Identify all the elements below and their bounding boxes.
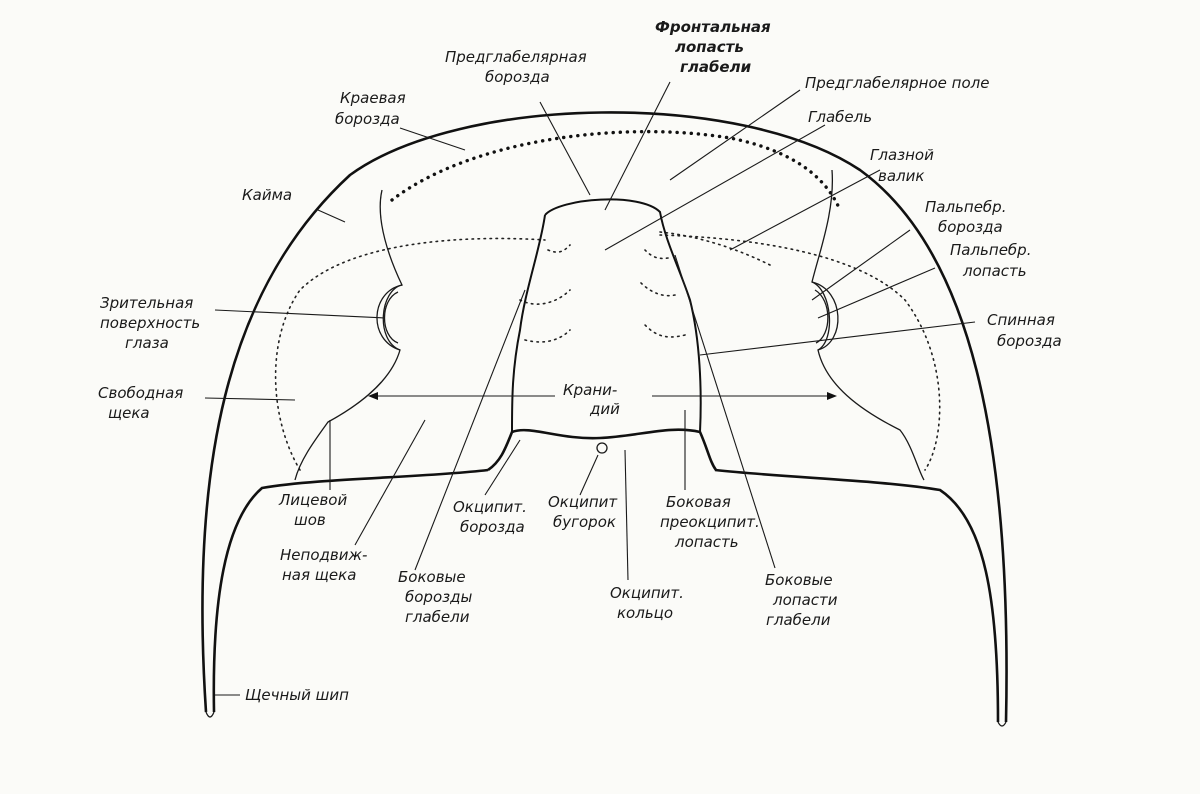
eye-right bbox=[811, 281, 839, 351]
border-furrow bbox=[390, 129, 842, 212]
label-glabella: Глабель bbox=[808, 108, 872, 126]
glabella-outline bbox=[511, 198, 702, 433]
label-glabellar-lobes: Боковые лопасти глабели bbox=[765, 571, 842, 629]
genal-spine-tip-right bbox=[997, 721, 1007, 727]
genal-spine-left bbox=[212, 468, 489, 713]
label-preglabellar-field: Предглабелярное поле bbox=[805, 74, 989, 92]
label-occipital-ring: Окципит. кольцо bbox=[610, 584, 689, 622]
label-palpebral-lobe: Пальпебр. лопасть bbox=[950, 241, 1036, 280]
occipital-node bbox=[596, 442, 608, 454]
occipital-ring bbox=[487, 428, 718, 472]
glabellar-furrows bbox=[519, 244, 686, 343]
label-free-cheek: Свободная щека bbox=[98, 384, 188, 422]
eye-left bbox=[376, 284, 403, 351]
label-border-furrow: Краевая борозда bbox=[335, 89, 410, 128]
label-palpebral-furrow: Пальпебр. борозда bbox=[925, 198, 1011, 236]
eye-right-inner bbox=[814, 289, 829, 344]
label-cranidium: Крани- дий bbox=[563, 381, 622, 418]
arrowhead-right bbox=[827, 392, 837, 400]
label-facial-suture: Лицевой шов bbox=[278, 491, 352, 529]
label-occipital-node: Окципит бугорок bbox=[548, 493, 622, 531]
label-axial-furrow: Спинная борозда bbox=[987, 311, 1062, 350]
cephalon-outline bbox=[201, 111, 1008, 723]
label-eye-surface: Зрительная поверхность глаза bbox=[100, 294, 205, 352]
arrowhead-left bbox=[368, 392, 378, 400]
label-preoccipital-lobe: Боковая преокципит. лопасть bbox=[660, 493, 765, 551]
facial-suture-left bbox=[294, 189, 403, 481]
label-frontal-lobe: Фронтальная лопасть глабели bbox=[655, 18, 776, 76]
leader-lines bbox=[204, 81, 976, 581]
label-fixed-cheek: Неподвиж- ная щека bbox=[280, 546, 372, 584]
label-genal-spine: Щечный шип bbox=[245, 686, 349, 704]
inner-border-dotted bbox=[274, 234, 941, 471]
label-glabellar-furrows: Боковые борозды глабели bbox=[398, 568, 477, 626]
label-eye-ridge: Глазной валик bbox=[870, 146, 939, 185]
genal-spine-tip-left bbox=[205, 711, 215, 718]
label-occipital-furrow: Окципит. борозда bbox=[453, 498, 532, 536]
eye-ridge-dotted bbox=[659, 231, 771, 266]
label-preglabellar-furrow: Предглабелярная борозда bbox=[445, 48, 591, 86]
genal-spine-right bbox=[714, 468, 1000, 723]
label-border: Кайма bbox=[242, 186, 292, 204]
